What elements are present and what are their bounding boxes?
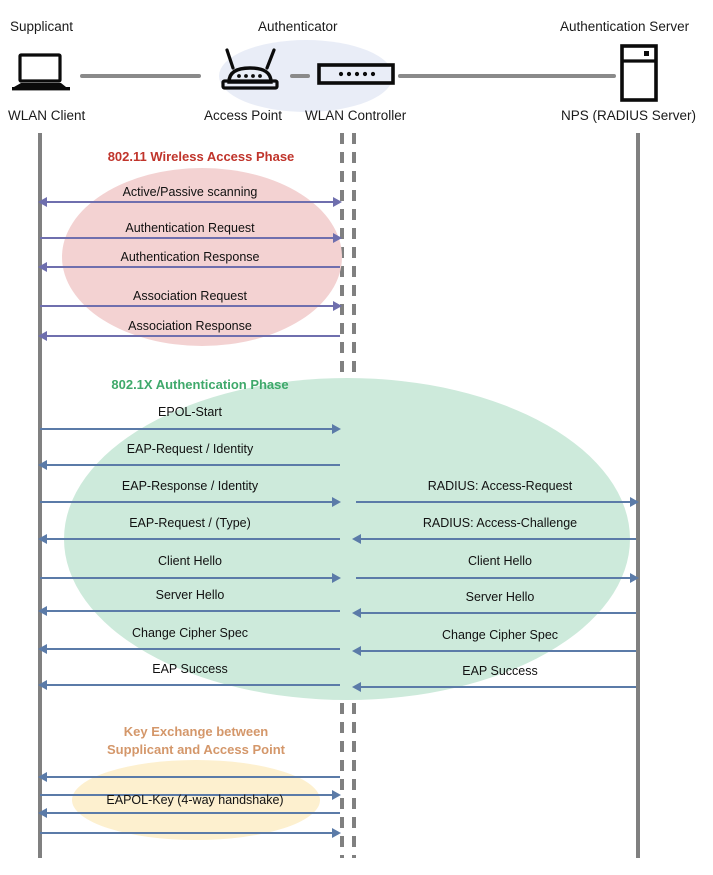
- actor-role-authentication-server: Authentication Server: [560, 19, 690, 34]
- message-arrow-eap-success-left: [46, 684, 340, 686]
- message-arrow-eapol-key-4: [40, 832, 336, 834]
- message-label-epol-start: EPOL-Start: [158, 405, 222, 419]
- message-label-server-hello-right: Server Hello: [465, 590, 535, 604]
- arrowhead-left-change-cipher-spec-left: [38, 644, 47, 654]
- message-arrow-association-response: [46, 335, 340, 337]
- message-label-association-response: Association Response: [128, 319, 252, 333]
- message-arrow-eap-request-identity: [46, 464, 340, 466]
- message-arrow-association-request: [40, 305, 336, 307]
- message-arrow-active-passive-scanning: [46, 201, 336, 203]
- arrowhead-right-eap-response-identity: [332, 497, 341, 507]
- arrowhead-left-eap-request-type: [38, 534, 47, 544]
- access-point-icon: [221, 48, 279, 90]
- message-label-radius-access-challenge: RADIUS: Access-Challenge: [422, 516, 578, 530]
- actor-role-authenticator: Authenticator: [258, 19, 338, 34]
- message-arrow-change-cipher-spec-right: [360, 650, 636, 652]
- message-arrow-server-hello-right: [360, 612, 636, 614]
- arrowhead-left-eap-success-left: [38, 680, 47, 690]
- lifeline-authentication-server: [636, 133, 640, 858]
- wlan-controller-icon: [317, 63, 395, 85]
- connector-controller-nps: [398, 74, 616, 78]
- arrowhead-right-eapol-key-4: [332, 828, 341, 838]
- arrowhead-left-eap-success-right: [352, 682, 361, 692]
- arrowhead-right-client-hello-left: [332, 573, 341, 583]
- arrowhead-right-authentication-request: [333, 233, 342, 243]
- arrowhead-left-authentication-response: [38, 262, 47, 272]
- connector-client-ap: [80, 74, 201, 78]
- message-arrow-eapol-key-2: [40, 794, 336, 796]
- message-label-change-cipher-spec-left: Change Cipher Spec: [131, 626, 249, 640]
- laptop-icon: [12, 53, 70, 91]
- message-label-authentication-request: Authentication Request: [125, 221, 255, 235]
- message-arrow-server-hello-left: [46, 610, 340, 612]
- arrowhead-right-scanning: [333, 197, 342, 207]
- actor-role-supplicant: Supplicant: [10, 19, 74, 34]
- message-label-authentication-response: Authentication Response: [120, 250, 260, 264]
- message-label-active-passive-scanning: Active/Passive scanning: [122, 185, 258, 199]
- actor-device-wlan-client: WLAN Client: [8, 108, 86, 123]
- actor-device-access-point: Access Point: [204, 108, 283, 123]
- phase-title-wireless-access: 802.11 Wireless Access Phase: [107, 149, 295, 164]
- lifeline-supplicant: [38, 133, 42, 858]
- arrowhead-left-server-hello-right: [352, 608, 361, 618]
- message-label-client-hello-right: Client Hello: [468, 554, 532, 568]
- message-arrow-eap-success-right: [360, 686, 636, 688]
- phase-title-key-exchange-line2: Supplicant and Access Point: [107, 742, 285, 757]
- message-arrow-eapol-key-1: [46, 776, 340, 778]
- message-arrow-authentication-response: [46, 266, 340, 268]
- actor-device-wlan-controller: WLAN Controller: [305, 108, 407, 123]
- server-icon: [620, 44, 658, 102]
- message-label-eap-success-right: EAP Success: [462, 664, 538, 678]
- arrowhead-left-association-response: [38, 331, 47, 341]
- message-arrow-radius-access-challenge: [360, 538, 636, 540]
- message-arrow-radius-access-request: [356, 501, 634, 503]
- arrowhead-left-radius-access-challenge: [352, 534, 361, 544]
- arrowhead-left-change-cipher-spec-right: [352, 646, 361, 656]
- message-label-radius-access-request: RADIUS: Access-Request: [427, 479, 573, 493]
- arrowhead-left-scanning: [38, 197, 47, 207]
- message-label-eap-request-identity: EAP-Request / Identity: [126, 442, 254, 456]
- arrowhead-left-eapol-key-3: [38, 808, 47, 818]
- phase-title-dot1x-auth: 802.1X Authentication Phase: [111, 377, 289, 392]
- arrowhead-right-eapol-key-2: [332, 790, 341, 800]
- arrowhead-right-epol-start: [332, 424, 341, 434]
- message-label-eap-response-identity: EAP-Response / Identity: [121, 479, 259, 493]
- message-arrow-epol-start: [40, 428, 336, 430]
- message-label-eapol-key-4way-handshake: EAPOL-Key (4-way handshake): [106, 793, 284, 807]
- arrowhead-left-eapol-key-1: [38, 772, 47, 782]
- message-arrow-eap-request-type: [46, 538, 340, 540]
- message-arrow-authentication-request: [40, 237, 336, 239]
- message-label-eap-success-left: EAP Success: [152, 662, 228, 676]
- message-arrow-change-cipher-spec-left: [46, 648, 340, 650]
- phase-ellipse-key-exchange: [72, 760, 320, 840]
- message-label-client-hello-left: Client Hello: [158, 554, 222, 568]
- phase-ellipse-wireless-access: [62, 168, 342, 346]
- message-label-change-cipher-spec-right: Change Cipher Spec: [441, 628, 559, 642]
- message-label-eap-request-type: EAP-Request / (Type): [129, 516, 251, 530]
- message-label-server-hello-left: Server Hello: [155, 588, 225, 602]
- arrowhead-left-server-hello-left: [38, 606, 47, 616]
- message-label-association-request: Association Request: [133, 289, 247, 303]
- actor-device-nps-radius-server: NPS (RADIUS Server): [561, 108, 697, 123]
- arrowhead-right-client-hello-right: [630, 573, 639, 583]
- message-arrow-client-hello-left: [40, 577, 336, 579]
- arrowhead-right-association-request: [333, 301, 342, 311]
- arrowhead-left-eap-request-identity: [38, 460, 47, 470]
- message-arrow-client-hello-right: [356, 577, 634, 579]
- phase-title-key-exchange-line1: Key Exchange between: [123, 724, 269, 739]
- message-arrow-eapol-key-3: [46, 812, 340, 814]
- arrowhead-right-radius-access-request: [630, 497, 639, 507]
- message-arrow-eap-response-identity: [40, 501, 336, 503]
- connector-ap-controller: [290, 74, 310, 78]
